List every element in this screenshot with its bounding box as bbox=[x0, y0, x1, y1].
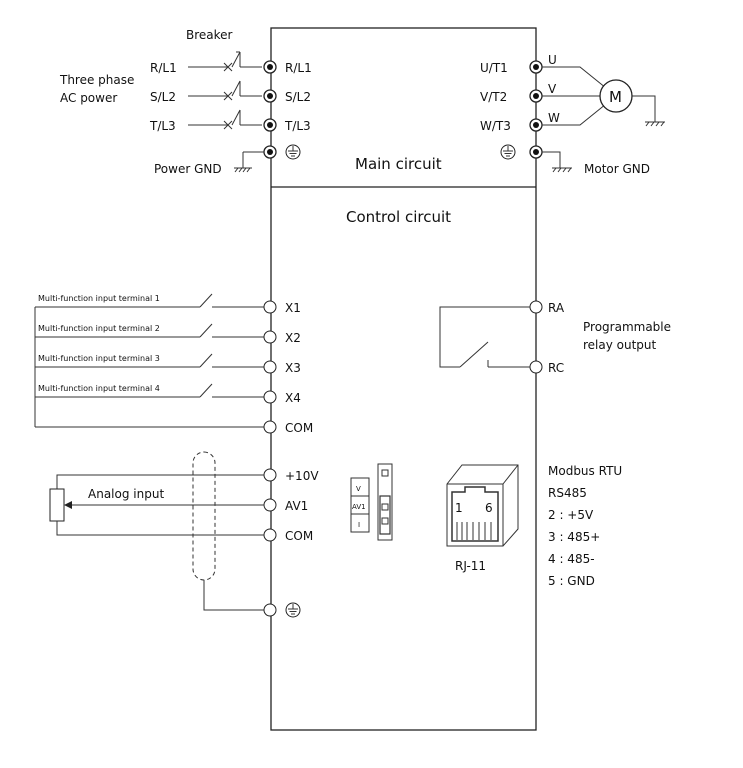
terminal-label-ut1: U/T1 bbox=[480, 61, 508, 75]
modbus-line-1: Modbus RTU bbox=[548, 464, 622, 478]
arrow-icon bbox=[64, 501, 72, 509]
terminal-x1 bbox=[263, 300, 277, 314]
terminal-label-rl1: R/L1 bbox=[285, 61, 312, 75]
modbus-line-6: 5 : GND bbox=[548, 574, 595, 588]
input-terminal-label-1: Multi-function input terminal 1 bbox=[38, 294, 160, 303]
motor-gnd-label: Motor GND bbox=[584, 162, 650, 176]
phase-label-u: U bbox=[548, 53, 557, 67]
multifunction-inputs: Multi-function input terminal 1 Multi-fu… bbox=[34, 293, 313, 435]
potentiometer-icon bbox=[49, 488, 65, 522]
ground-symbol-icon bbox=[500, 144, 516, 160]
terminal-label-ra: RA bbox=[548, 301, 565, 315]
power-input-lines: R/L1 S/L2 T/L3 bbox=[149, 51, 262, 133]
phase-label-v: V bbox=[548, 82, 557, 96]
motor-gnd: Motor GND bbox=[542, 151, 650, 176]
terminal-10v bbox=[263, 468, 277, 482]
relay-output: RA RC Programmable relay output bbox=[439, 300, 671, 375]
jumper-label-block bbox=[350, 477, 370, 533]
ground-symbol-icon bbox=[285, 602, 301, 618]
input-label-s: S/L2 bbox=[150, 90, 176, 104]
input-label-r: R/L1 bbox=[150, 61, 177, 75]
terminal-label-x4: X4 bbox=[285, 391, 301, 405]
terminal-label-sl2: S/L2 bbox=[285, 90, 311, 104]
breaker-label: Breaker bbox=[186, 28, 233, 42]
terminal-label-10v: +10V bbox=[285, 469, 319, 483]
motor-wiring: U V W M bbox=[542, 53, 665, 127]
jumper-selector: V AV1 I bbox=[350, 463, 393, 541]
relay-label-1: Programmable bbox=[583, 320, 671, 334]
rj11-pin-6: 6 bbox=[485, 501, 493, 515]
phase-label-w: W bbox=[548, 111, 560, 125]
terminal-label-rc: RC bbox=[548, 361, 564, 375]
terminal-com-1 bbox=[263, 420, 277, 434]
jumper-label-av1: AV1 bbox=[352, 503, 366, 511]
terminal-label-x3: X3 bbox=[285, 361, 301, 375]
output-terminals: U/T1 V/T2 W/T3 bbox=[480, 60, 543, 160]
relay-label-2: relay output bbox=[583, 338, 657, 352]
terminal-label-vt2: V/T2 bbox=[480, 90, 507, 104]
terminal-x2 bbox=[263, 330, 277, 344]
modbus-line-3: 2 : +5V bbox=[548, 508, 594, 522]
terminal-ra bbox=[529, 300, 543, 314]
rj11-pin-1: 1 bbox=[455, 501, 463, 515]
power-terminals: R/L1 S/L2 T/L3 bbox=[263, 60, 312, 159]
terminal-x4 bbox=[263, 390, 277, 404]
terminal-label-av1: AV1 bbox=[285, 499, 308, 513]
power-gnd-label: Power GND bbox=[154, 162, 222, 176]
input-terminal-label-2: Multi-function input terminal 2 bbox=[38, 324, 160, 333]
terminal-label-tl3: T/L3 bbox=[284, 119, 311, 133]
ground-symbol-icon bbox=[285, 144, 301, 160]
jumper-label-v: V bbox=[356, 485, 361, 493]
modbus-line-5: 4 : 485- bbox=[548, 552, 595, 566]
terminal-label-x2: X2 bbox=[285, 331, 301, 345]
terminal-label-wt3: W/T3 bbox=[480, 119, 511, 133]
modbus-line-2: RS485 bbox=[548, 486, 587, 500]
modbus-info: Modbus RTU RS485 2 : +5V 3 : 485+ 4 : 48… bbox=[548, 464, 622, 588]
terminal-label-com-2: COM bbox=[285, 529, 313, 543]
input-terminal-label-4: Multi-function input terminal 4 bbox=[38, 384, 160, 393]
control-circuit-title: Control circuit bbox=[346, 208, 451, 226]
main-circuit-title: Main circuit bbox=[355, 155, 442, 173]
terminal-shield-gnd bbox=[263, 603, 277, 617]
power-gnd: Power GND bbox=[154, 144, 301, 176]
input-label-t: T/L3 bbox=[149, 119, 176, 133]
cable-shield bbox=[192, 451, 216, 581]
terminal-label-x1: X1 bbox=[285, 301, 301, 315]
power-source-label-2: AC power bbox=[60, 91, 117, 105]
rj11-label: RJ-11 bbox=[455, 559, 486, 573]
motor-label: M bbox=[609, 88, 622, 106]
jumper-label-i: I bbox=[358, 521, 360, 529]
drive-enclosure bbox=[270, 27, 537, 731]
jumper-cap bbox=[379, 495, 391, 535]
terminal-av1 bbox=[263, 498, 277, 512]
terminal-rc bbox=[529, 360, 543, 374]
input-terminal-label-3: Multi-function input terminal 3 bbox=[38, 354, 160, 363]
terminal-label-com-1: COM bbox=[285, 421, 313, 435]
power-source-label-1: Three phase bbox=[59, 73, 134, 87]
analog-input-label: Analog input bbox=[88, 487, 164, 501]
analog-input: +10V AV1 COM Analog input bbox=[49, 451, 319, 618]
terminal-com-2 bbox=[263, 528, 277, 542]
modbus-line-4: 3 : 485+ bbox=[548, 530, 600, 544]
rj11-port: 1 6 RJ-11 bbox=[446, 464, 519, 573]
terminal-x3 bbox=[263, 360, 277, 374]
